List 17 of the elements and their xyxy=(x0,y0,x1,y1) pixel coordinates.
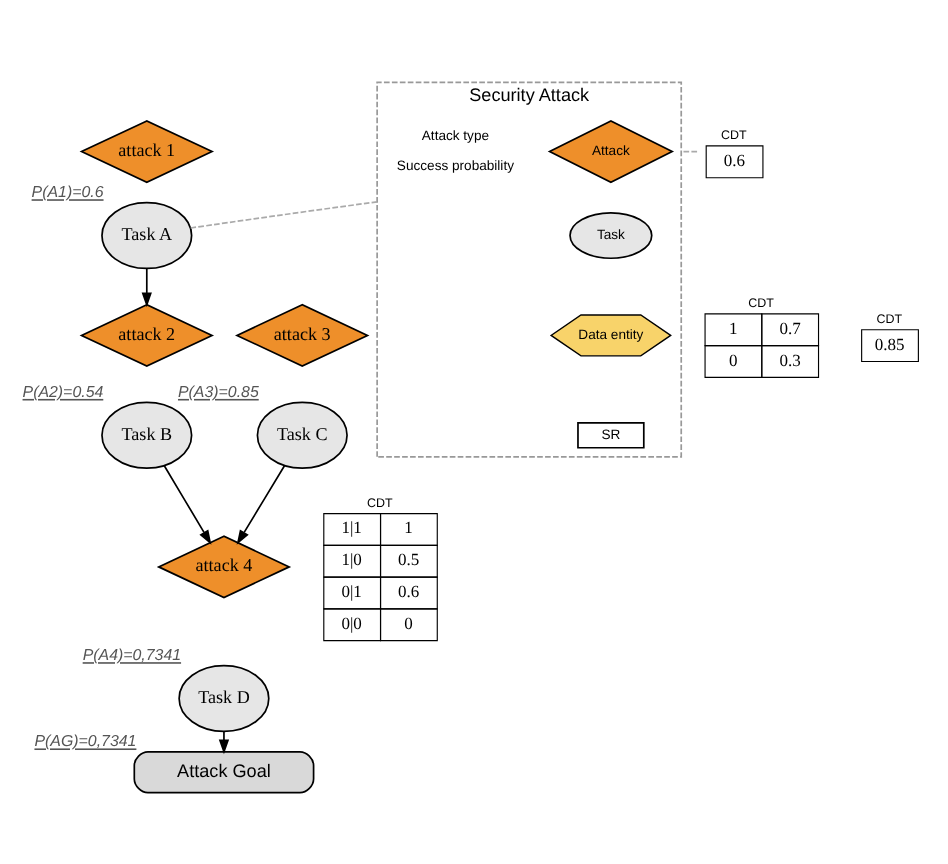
node-box: 0.6 xyxy=(704,144,763,178)
node-ellipse: Task D xyxy=(177,663,269,732)
node-ellipse: Task C xyxy=(255,400,347,469)
arrow xyxy=(140,266,151,307)
connector xyxy=(188,200,377,228)
arrow xyxy=(235,463,285,544)
node-diamond: attack 4 xyxy=(155,534,291,598)
arrow xyxy=(217,729,229,754)
node-diamond: attack 1 xyxy=(78,119,214,183)
node-ellipse: Task B xyxy=(100,400,192,469)
node-box: Attack Goal xyxy=(132,750,314,793)
connector xyxy=(679,149,697,152)
node-diamond: attack 3 xyxy=(234,302,369,366)
arrow xyxy=(162,463,211,544)
node-box: 0.85 xyxy=(860,328,918,362)
node-ellipse: Task A xyxy=(100,200,192,269)
node-diamond: attack 2 xyxy=(78,302,214,366)
